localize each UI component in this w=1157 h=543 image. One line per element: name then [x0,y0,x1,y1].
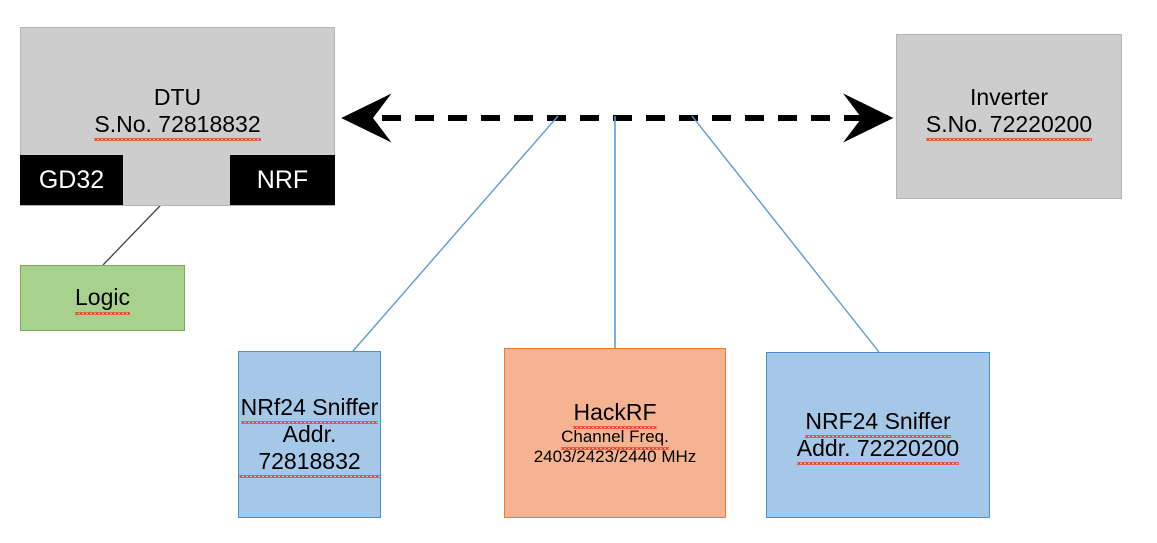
logic-label: Logic [75,284,130,315]
dtu-serial: S.No. 72818832 [94,111,261,142]
gd32-label: GD32 [38,165,105,194]
nrf-label: NRF [256,165,309,194]
hackrf-node[interactable]: HackRF Channel Freq. 2403/2423/2440 MHz [504,348,726,518]
sniffer-right-node[interactable]: NRF24 Sniffer Addr. 72220200 [766,352,990,518]
logic-analyzer-node[interactable]: Logic [20,265,185,331]
tap-sniffer-right [691,115,880,353]
hackrf-channel-label: Channel Freq. [561,427,669,451]
sniffer-left-node[interactable]: NRf24 Sniffer Addr. 72818832 [238,351,381,518]
sniffer-left-line2: Addr. 72818832 [239,421,380,479]
sniffer-right-line2: Addr. 72220200 [796,435,960,466]
sniffer-left-line1: NRf24 Sniffer [240,393,379,425]
gd32-chip[interactable]: GD32 [20,155,123,205]
inverter-serial: S.No. 72220200 [925,111,1093,142]
inverter-node[interactable]: Inverter S.No. 72220200 [896,34,1122,199]
nrf-chip[interactable]: NRF [230,155,335,205]
dtu-title: DTU [153,84,202,110]
tap-sniffer-left [352,115,559,352]
sniffer-right-line1: NRF24 Sniffer [805,407,951,439]
hackrf-title: HackRF [573,398,657,430]
inverter-title: Inverter [970,84,1048,110]
hackrf-channel-values: 2403/2423/2440 MHz [533,447,697,467]
